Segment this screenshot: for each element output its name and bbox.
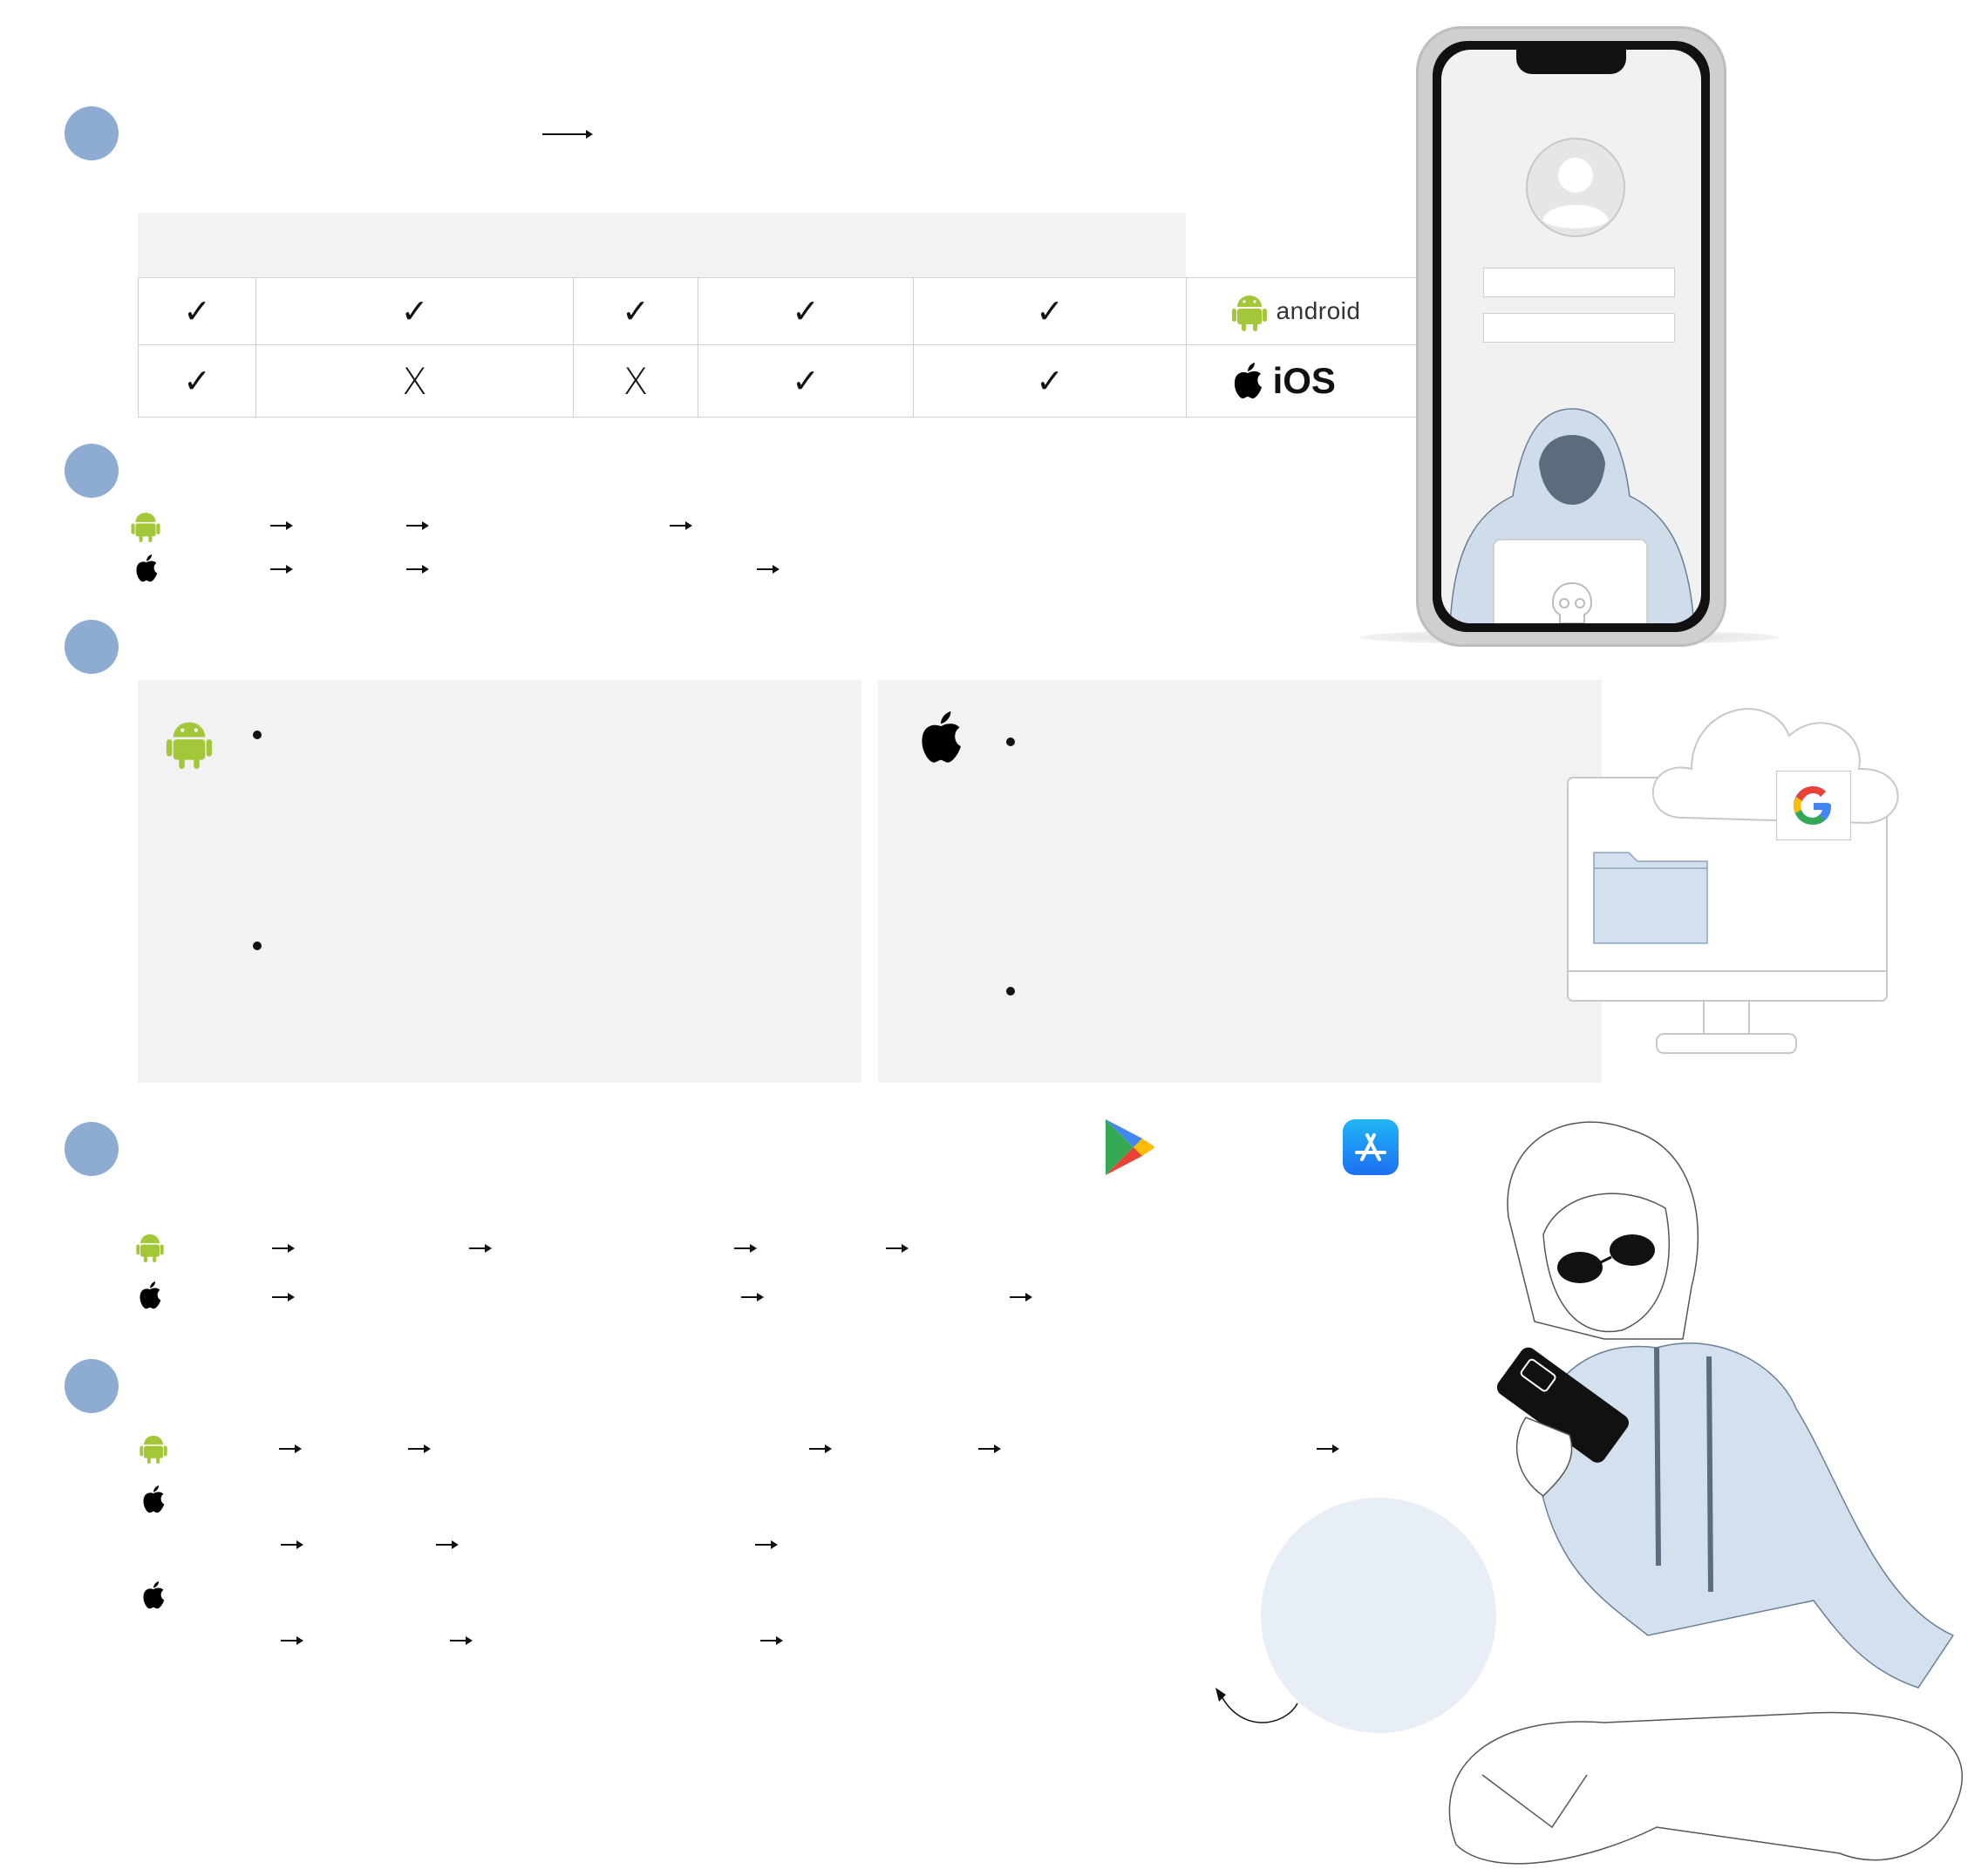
nav-arrow [406, 521, 429, 530]
nav-arrow [809, 1444, 832, 1453]
compat-table: ✓ ✓ ✓ ✓ ✓ android ✓ X X ✓ ✓ [138, 277, 1461, 418]
nav-arrow [406, 565, 429, 574]
apple-logo-icon [1234, 363, 1262, 399]
step-2-marker [65, 444, 119, 498]
android-robot-icon [136, 1234, 164, 1262]
nav-arrow [469, 1244, 492, 1253]
step-1-marker [65, 106, 119, 160]
step-1-arrow [542, 130, 593, 139]
nav-arrow [1010, 1293, 1032, 1302]
apple-logo-icon [140, 1281, 161, 1309]
nav-arrow [755, 1540, 778, 1549]
nav-arrow [270, 565, 293, 574]
avatar-icon [1526, 138, 1625, 237]
folder-icon [1590, 844, 1711, 947]
table-cell: ✓ [138, 277, 256, 345]
step-4-marker [65, 1122, 119, 1176]
nav-arrow [279, 1444, 302, 1453]
nav-arrow [741, 1293, 764, 1302]
nav-arrow [757, 565, 780, 574]
os-label-ios: iOS [1272, 360, 1336, 401]
nav-arrow [760, 1636, 783, 1645]
ios-backup-panel [878, 680, 1602, 1083]
curved-arrow-icon [1215, 1688, 1298, 1723]
os-cell-ios: iOS [1186, 344, 1461, 418]
apple-logo-icon [143, 1581, 165, 1609]
android-backup-panel [138, 680, 861, 1083]
apple-logo-icon [922, 711, 961, 763]
table-cell: X [573, 344, 698, 418]
table-row: ✓ ✓ ✓ ✓ ✓ android [138, 277, 1461, 345]
nav-arrow [670, 521, 692, 530]
nav-arrow [408, 1444, 431, 1453]
nav-arrow [272, 1244, 295, 1253]
google-play-icon [1106, 1119, 1154, 1175]
girl-with-phone-illustration [1448, 1121, 1964, 1865]
table-row: ✓ X X ✓ ✓ iOS [138, 344, 1461, 418]
android-robot-icon [166, 722, 213, 769]
os-label-android: android [1276, 297, 1361, 324]
phone-illustration [1416, 26, 1726, 647]
android-robot-icon [1232, 296, 1267, 331]
nav-arrow [450, 1636, 473, 1645]
list-bullet [1006, 987, 1015, 996]
list-bullet [253, 731, 262, 739]
apple-logo-icon [143, 1485, 165, 1513]
table-cell: ✓ [698, 344, 914, 418]
apple-logo-icon [136, 554, 158, 582]
table-cell: ✓ [698, 277, 914, 345]
nav-arrow [436, 1540, 459, 1549]
app-store-icon [1343, 1119, 1399, 1175]
os-cell-android: android [1186, 277, 1461, 345]
table-cell: ✓ [255, 277, 574, 345]
list-bullet [253, 941, 262, 950]
nav-arrow [886, 1244, 909, 1253]
table-cell: ✓ [573, 277, 698, 345]
google-g-icon [1776, 771, 1851, 840]
phone-notch [1516, 50, 1626, 74]
nav-arrow [281, 1540, 303, 1549]
nav-arrow [272, 1293, 295, 1302]
step-5-marker [65, 1359, 119, 1413]
table-cell: ✓ [913, 344, 1187, 418]
list-bullet [1006, 737, 1015, 746]
decorative-circle [1261, 1498, 1496, 1733]
table-cell: X [255, 344, 574, 418]
hacker-figure [1449, 408, 1695, 623]
android-robot-icon [131, 513, 160, 542]
step-3-marker [65, 620, 119, 674]
nav-arrow [281, 1636, 303, 1645]
compat-table-header [138, 213, 1186, 277]
table-cell: ✓ [138, 344, 256, 418]
nav-arrow [978, 1444, 1001, 1453]
nav-arrow [734, 1244, 757, 1253]
login-username-field [1483, 268, 1675, 297]
skull-icon [1551, 581, 1593, 623]
nav-arrow [1317, 1444, 1339, 1453]
android-robot-icon [140, 1435, 167, 1464]
nav-arrow [270, 521, 293, 530]
table-cell: ✓ [913, 277, 1187, 345]
login-password-field [1483, 313, 1675, 343]
